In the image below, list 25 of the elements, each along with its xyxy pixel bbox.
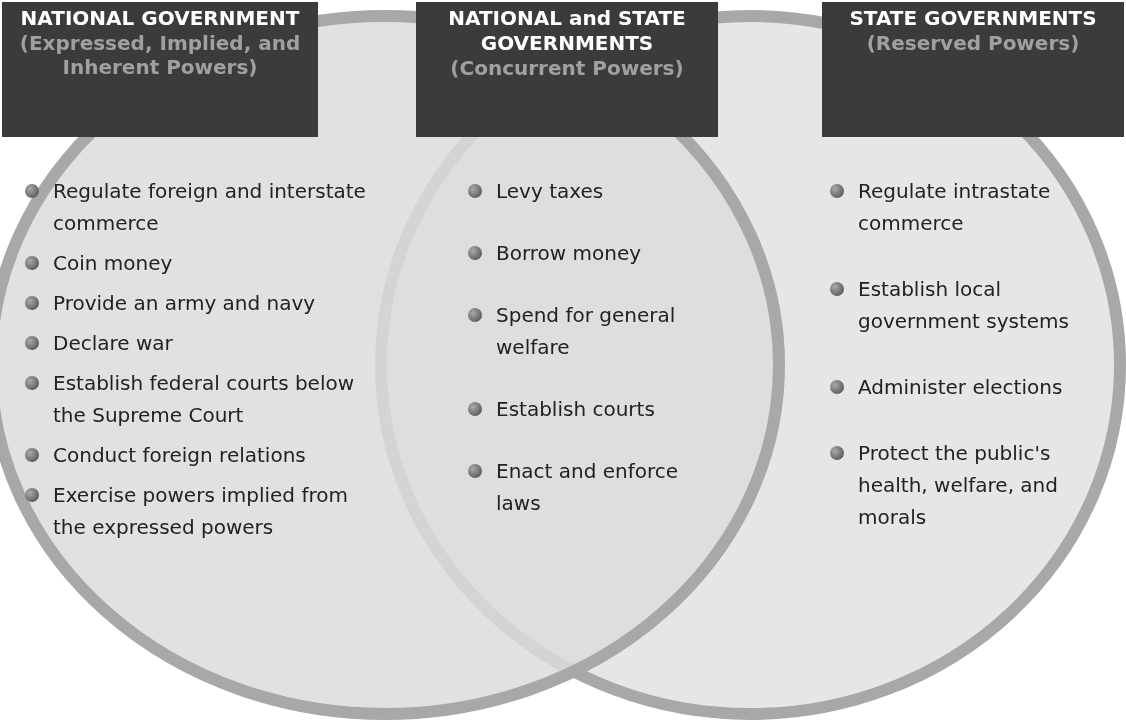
list-text: Protect the public's health, welfare, and morals: [858, 440, 1059, 531]
header-title: NATIONAL and STATE GOVERNMENTS: [447, 6, 687, 56]
list-text: Declare war: [53, 330, 173, 357]
list-text: Borrow money: [496, 240, 642, 267]
list-text: Establish local government systems: [858, 276, 1070, 335]
list-text: Enact and enforce laws: [496, 458, 680, 517]
header-title: STATE GOVERNMENTS: [848, 6, 1098, 31]
header-subtitle: (Expressed, Implied, and Inherent Powers): [18, 31, 302, 79]
list-text: Establish courts: [496, 396, 655, 423]
header-box: [416, 2, 718, 137]
header-box: [822, 2, 1124, 137]
header-title: NATIONAL GOVERNMENT: [19, 6, 301, 31]
list-text: Administer elections: [858, 374, 1063, 401]
list-text: Provide an army and navy: [53, 290, 316, 317]
list-text: Levy taxes: [496, 178, 604, 205]
list-text: Regulate intrastate commerce: [858, 178, 1052, 237]
header-subtitle: (Concurrent Powers): [449, 56, 685, 80]
list-text: Exercise powers implied from the expressed powers: [53, 482, 349, 541]
list-text: Regulate foreign and interstate commerce: [53, 178, 367, 237]
list-text: Conduct foreign relations: [53, 442, 306, 469]
list-text: Spend for general welfare: [496, 302, 677, 361]
list-text: Coin money: [53, 250, 173, 277]
header-subtitle: (Reserved Powers): [865, 31, 1081, 55]
header-box: [2, 2, 318, 137]
list-text: Establish federal courts below the Supreme Court: [53, 370, 356, 429]
